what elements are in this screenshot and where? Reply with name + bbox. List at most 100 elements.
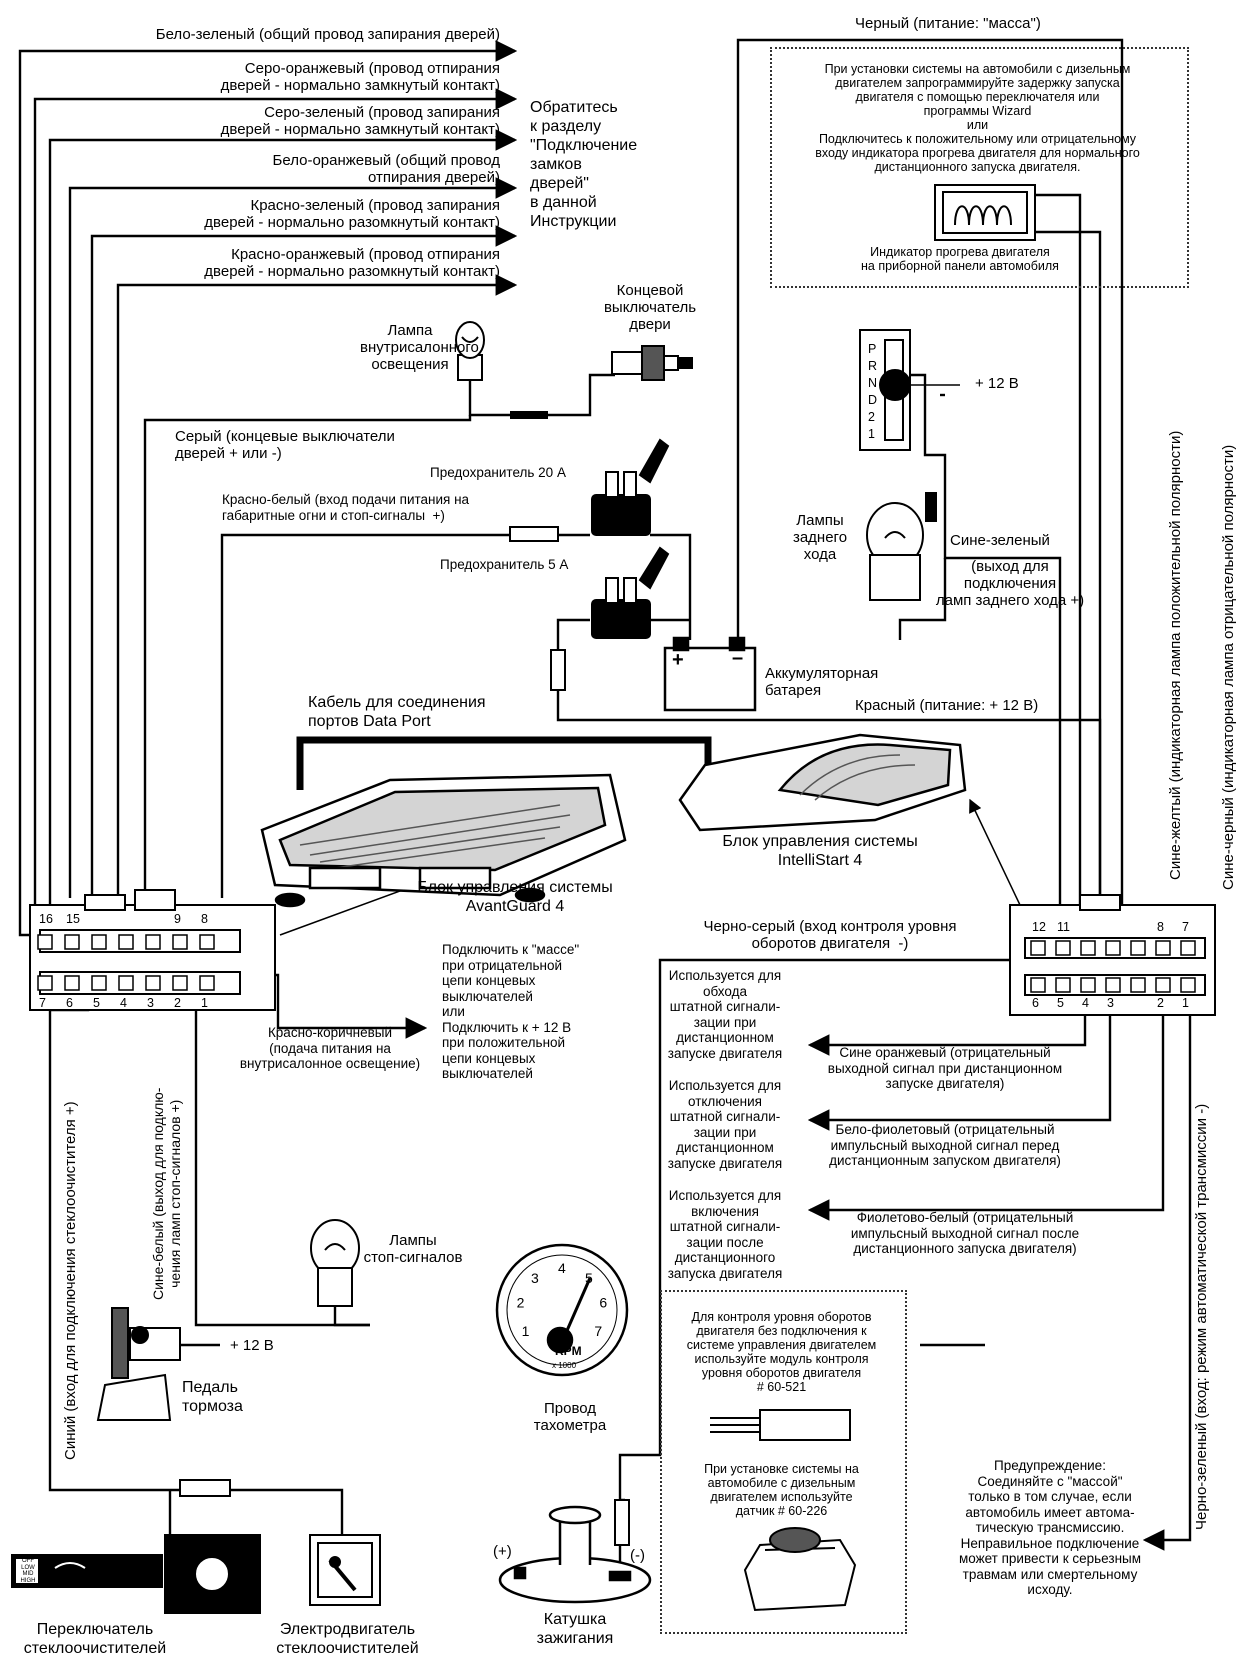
brake-plus12: + 12 В [230,1337,274,1354]
connector-pin [64,975,80,991]
glow-indicator-label: Индикатор прогрева двигателя на приборно… [861,245,1059,273]
connector-pin [64,934,80,950]
connector-pin [1055,940,1071,956]
label-violet-white: Фиолетово-белый (отрицательный импульсны… [850,1210,1080,1256]
pin-number: 15 [66,912,80,926]
pin-number: 8 [1157,920,1164,934]
wiper-motor [309,1534,381,1606]
ground-note: Подключить к "массе" при отрицательной ц… [442,942,580,1081]
wire-white-orange [68,177,518,898]
connector-pin [1155,977,1171,993]
gear-2: 2 [868,410,875,424]
tach-number: 2 [517,1295,525,1311]
wiper-mode-label: HIGH [20,1577,36,1584]
reverse-lamp [866,502,924,601]
pin-number: 2 [174,996,181,1010]
intellistart-module [678,733,967,832]
connector-pin [1155,940,1171,956]
connector-pin [199,975,215,991]
connector-pin [1105,977,1121,993]
connector-pin [1030,977,1046,993]
fuse-5-label: Предохранитель 5 А [440,557,569,572]
diesel-note: При установки системы на автомобили с ди… [815,62,1140,174]
door-switch [611,345,693,381]
pin-number: 3 [1107,996,1114,1010]
rpm-note-box [660,1290,907,1634]
connector-pin [1080,940,1096,956]
brake-pedal [96,1307,181,1421]
brake-pedal-label: Педаль тормоза [182,1379,243,1415]
connector-pin [199,934,215,950]
wire-blue-white [194,990,370,1327]
pin-number: 7 [39,996,46,1010]
diesel-sensor-note: При установке системы на автомобиле с ди… [704,1462,859,1518]
bypass-note-3: Используется для включения штатной сигна… [667,1188,783,1281]
label-black-ground: Черный (питание: "масса") [855,15,1041,32]
fuse-5a [591,546,670,639]
rpm-note: Для контроля уровня оборотов двигателя б… [686,1310,877,1394]
connector-pin [172,934,188,950]
pin-number: 5 [1057,996,1064,1010]
connector-pin [37,934,53,950]
door-lock-note: Обратитесь к разделу "Подключение замков… [530,99,638,230]
ignition-coil [498,1505,652,1604]
connector-pin [1130,940,1146,956]
pin-number: 12 [1032,920,1046,934]
connector-pin [91,934,107,950]
connector-pin [118,975,134,991]
label-blue-green: Сине-зеленый [950,532,1050,549]
gear-shifter [859,329,911,451]
pin-number: 16 [39,912,53,926]
wiper-mode-label: LOW [21,1564,35,1571]
label-black-green: Черно-зеленый (вход: режим автоматическо… [1193,1103,1210,1530]
label-blue: Синий (вход для подключения стеклоочисти… [62,1101,79,1460]
fuse-20a [591,438,670,536]
diesel-note-box [770,47,1189,288]
label-white-orange: Бело-оранжевый (общий провод отпирания д… [272,152,501,186]
connector-pin [118,934,134,950]
label-blue-orange: Сине оранжевый (отрицательный выходной с… [827,1045,1063,1091]
tach-number: 1 [522,1323,530,1339]
pin-number: 4 [120,996,127,1010]
label-red-brown: Красно-коричневый (подача питания на вну… [239,1025,421,1071]
tach-wire-label: Провод тахометра [533,1400,607,1434]
inline-resistor-battery [550,649,566,691]
label-red-power: Красный (питание: + 12 В) [855,697,1039,714]
diesel-sensor [743,1527,857,1612]
pin-number: 2 [1157,996,1164,1010]
wiper-mode-label: MID [22,1571,34,1577]
pin-number: 11 [1057,920,1070,934]
pin-number: 9 [174,912,181,926]
battery [663,636,757,712]
label-blue-black: Сине-черный (индикаторная лампа отрицате… [1220,444,1237,890]
wiper-switch [11,1534,261,1614]
blue-green-desc: (выход для подключения ламп заднего хода… [935,558,1085,609]
pin-number: 3 [147,996,154,1010]
pin-number: 6 [1032,996,1039,1010]
connector-pin [37,975,53,991]
connector-pin [172,975,188,991]
interior-lamp [455,321,485,381]
glow-indicator [934,184,1036,241]
pin-number: 1 [1182,996,1189,1010]
pin-number: 1 [201,996,208,1010]
connector-pin [1180,940,1196,956]
label-black-gray: Черно-серый (вход контроля уровня оборот… [703,918,957,952]
gear-n: N [868,376,878,390]
pin-number: 4 [1082,996,1089,1010]
pin-number: 5 [93,996,100,1010]
label-red-green: Красно-зеленый (провод запирания дверей … [204,197,500,231]
avantguard-module [260,773,627,908]
battery-plus: + [672,649,684,671]
label-white-violet: Бело-фиолетовый (отрицательный импульсны… [829,1122,1061,1168]
wire-red-orange [116,274,518,898]
gear-p: P [868,342,877,356]
tach-label: RPM [555,1344,582,1358]
bypass-note-2: Используется для отключения штатной сигн… [667,1078,783,1171]
wire-black-ground [736,38,1124,915]
brake-lamp [310,1219,360,1307]
reverse-lamps-label: Лампы заднего хода [792,512,848,563]
plus12-gear: + 12 В [975,375,1019,392]
